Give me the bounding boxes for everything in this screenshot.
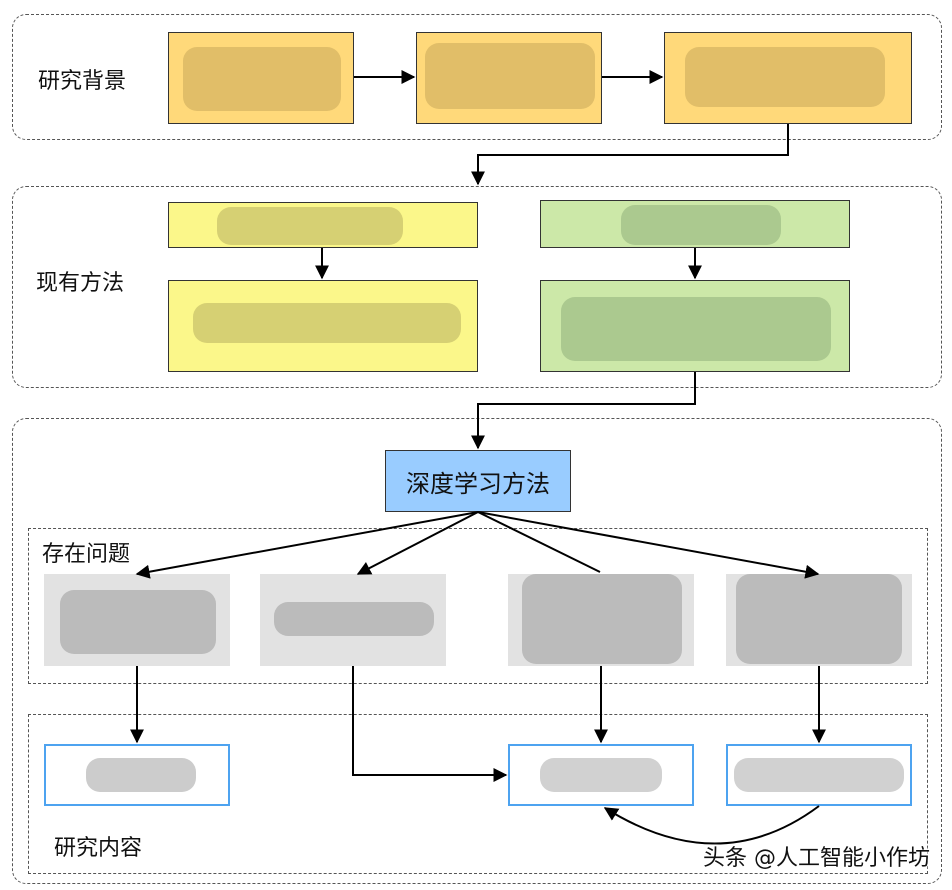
background-box-1 <box>168 32 354 124</box>
issues-subsection <box>28 528 928 684</box>
method-a-box-2 <box>168 280 478 372</box>
existing-methods-section <box>12 186 942 388</box>
redacted-text <box>193 303 461 343</box>
method-a-box-1 <box>168 202 478 248</box>
issue-box-1 <box>44 574 230 666</box>
method-b-box-1 <box>540 200 850 248</box>
method-b-box-2 <box>540 280 850 372</box>
redacted-text <box>685 47 885 107</box>
redacted-text <box>734 758 904 792</box>
existing-methods-label: 现有方法 <box>36 271 125 296</box>
redacted-text <box>540 758 662 792</box>
research-background-label: 研究背景 <box>38 69 127 94</box>
redacted-text <box>86 758 196 792</box>
arrow-content-3-to-content-2 <box>603 805 820 845</box>
issue-box-3 <box>508 574 694 666</box>
background-box-3 <box>664 32 912 124</box>
content-box-2 <box>508 744 694 806</box>
deep-learning-method-box: 深度学习方法 <box>385 450 571 512</box>
background-box-2 <box>416 32 602 124</box>
redacted-text <box>736 574 902 664</box>
redacted-text <box>217 207 403 245</box>
issues-label: 存在问题 <box>42 542 131 567</box>
arrow-dl-to-issue-3 <box>477 511 601 573</box>
redacted-text <box>183 47 341 111</box>
arrow-issue-2-to-content-2 <box>352 666 508 782</box>
issue-box-4 <box>726 574 912 666</box>
issue-box-2 <box>260 574 446 666</box>
research-content-subsection <box>28 714 928 874</box>
redacted-text <box>621 205 781 245</box>
arrow-dl-to-issue-4 <box>477 511 820 579</box>
watermark: 头条 @人工智能小作坊 <box>703 846 930 871</box>
content-box-3 <box>726 744 912 806</box>
redacted-text <box>522 574 682 664</box>
redacted-text <box>60 590 216 654</box>
research-background-section <box>12 14 942 140</box>
arrow-dl-to-issue-2 <box>356 511 479 575</box>
arrow-bg-to-methods <box>471 124 789 186</box>
arrow-methods-to-deep-learning <box>471 372 696 450</box>
research-content-label: 研究内容 <box>54 836 143 861</box>
arrow-dl-to-issue-1 <box>135 511 479 579</box>
redacted-text <box>425 43 595 109</box>
redacted-text <box>561 297 831 361</box>
deep-learning-method-text: 深度学习方法 <box>406 469 550 498</box>
content-box-1 <box>44 744 230 806</box>
redacted-text <box>274 602 434 636</box>
